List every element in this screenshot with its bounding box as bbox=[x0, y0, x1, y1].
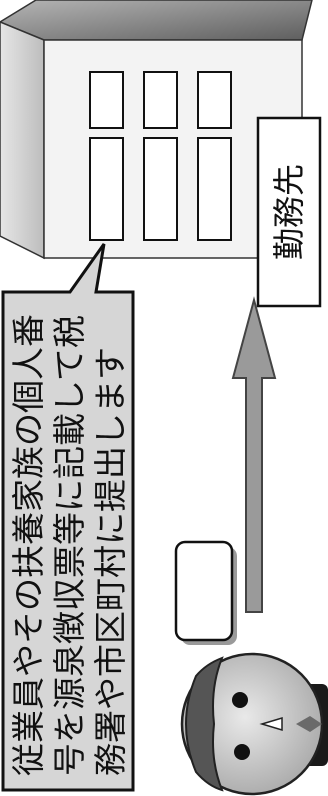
person-nose bbox=[259, 716, 283, 732]
building-roof bbox=[0, 0, 313, 41]
workplace-label-box: 勤務先 bbox=[256, 116, 322, 308]
building-window bbox=[197, 71, 232, 129]
person-icon bbox=[180, 652, 328, 796]
workplace-label: 勤務先 bbox=[270, 164, 308, 260]
person-left-eye bbox=[232, 692, 248, 708]
document-icon bbox=[174, 540, 237, 645]
building-window bbox=[143, 71, 178, 129]
building-window bbox=[89, 71, 124, 129]
person-right-eye bbox=[234, 744, 250, 760]
bubble-line-2: 号を源泉徴収票等に記載して税 bbox=[50, 315, 89, 776]
bubble-line-1: 従業員やその扶養家族の個人番 bbox=[9, 314, 48, 776]
person-tie bbox=[296, 716, 322, 732]
person-hair bbox=[185, 656, 224, 792]
bubble-line-3: 務署や市区町村に提出します bbox=[91, 347, 130, 776]
building-window bbox=[89, 137, 124, 241]
building-icon bbox=[0, 0, 313, 260]
speech-bubble: 従業員やその扶養家族の個人番 号を源泉徴収票等に記載して税 務署や市区町村に提出… bbox=[1, 243, 135, 792]
building-window bbox=[197, 137, 232, 241]
up-arrow-icon bbox=[231, 296, 277, 613]
building-side bbox=[0, 21, 45, 260]
building-window bbox=[143, 137, 178, 241]
